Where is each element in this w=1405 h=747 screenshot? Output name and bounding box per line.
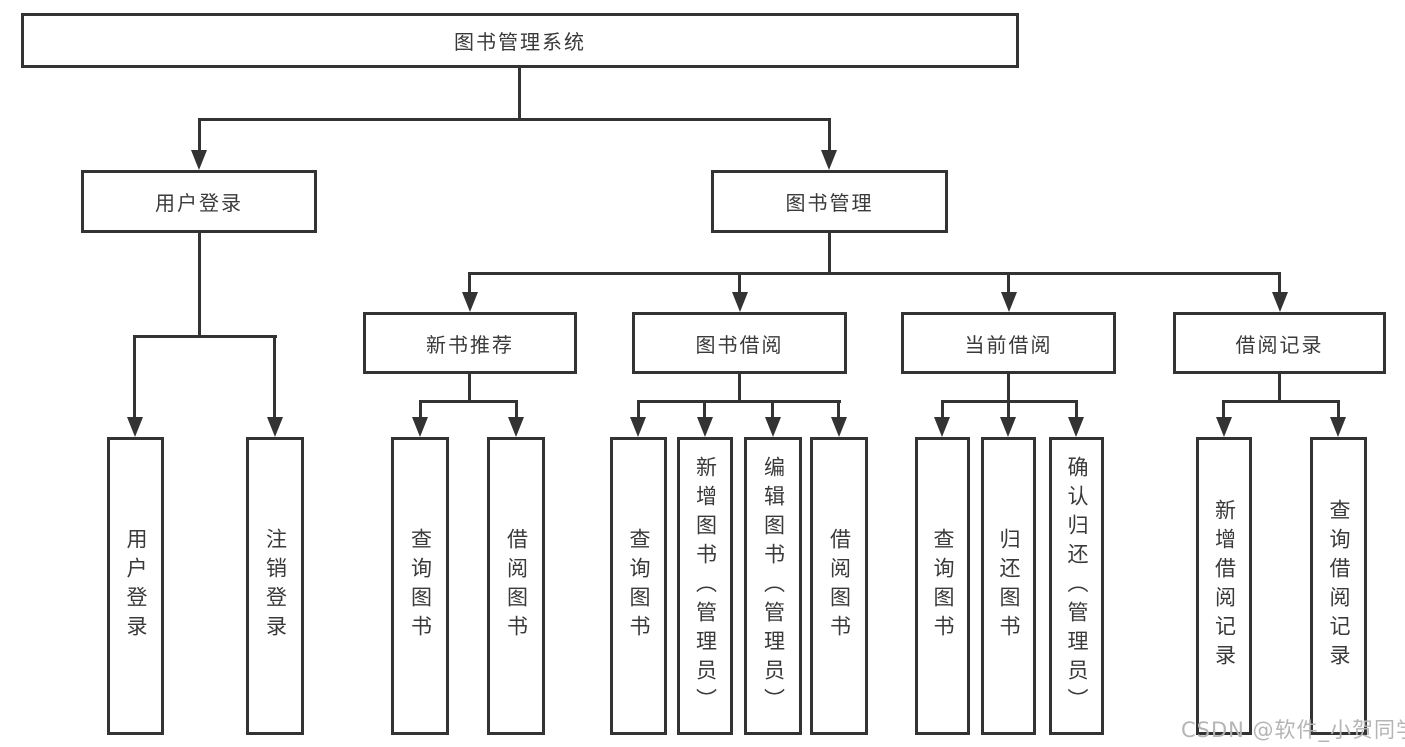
connector-line [771,400,774,419]
connector-line [738,374,741,400]
connector-line [518,68,521,118]
connector-arrowhead [1001,292,1017,312]
node-leaf-recommend-query-books: 查询图书 [391,437,449,735]
connector-arrowhead [1272,292,1288,312]
connector-arrowhead [765,417,781,437]
node-book-borrow: 图书借阅 [632,312,847,374]
connector-line [941,400,944,419]
node-leaf-edit-books-admin: 编辑图书（管理员） [744,437,802,735]
connector-line [419,400,422,419]
connector-arrowhead [191,150,207,170]
connector-arrowhead [462,292,478,312]
node-leaf-confirm-return-admin: 确认归还（管理员） [1049,437,1104,735]
connector-line [738,272,741,294]
connector-arrowhead [1330,417,1346,437]
connector-arrowhead [934,417,950,437]
node-user-login: 用户登录 [81,170,317,233]
connector-line [1222,400,1225,419]
connector-line [515,400,518,419]
connector-line [837,400,840,419]
connector-line [1007,374,1010,400]
connector-arrowhead [1068,417,1084,437]
connector-arrowhead [127,417,143,437]
connector-line [419,400,518,403]
connector-arrowhead [1216,417,1232,437]
connector-line [637,400,640,419]
connector-arrowhead [508,417,524,437]
connector-line [1007,272,1010,294]
connector-line [133,335,136,419]
connector-arrowhead [697,417,713,437]
connector-line [1075,400,1078,419]
connector-arrowhead [267,417,283,437]
connector-line [468,374,471,400]
node-leaf-borrow-books: 借阅图书 [810,437,868,735]
connector-arrowhead [412,417,428,437]
node-new-book-recommend: 新书推荐 [363,312,577,374]
connector-line [468,272,1281,275]
node-leaf-add-borrow-record: 新增借阅记录 [1196,437,1252,735]
connector-line [273,335,276,419]
connector-line [637,400,841,403]
node-leaf-return-books: 归还图书 [981,437,1036,735]
csdn-watermark: CSDN @软件_小贺同学 [1181,718,1405,742]
node-book-management: 图书管理 [711,170,948,233]
connector-line [1278,272,1281,294]
connector-line [198,118,201,152]
node-leaf-current-query-books: 查询图书 [915,437,970,735]
connector-line [198,233,201,335]
connector-line [828,118,831,152]
node-leaf-logout: 注销登录 [246,437,304,735]
node-leaf-query-borrow-record: 查询借阅记录 [1310,437,1367,735]
node-leaf-recommend-borrow-books: 借阅图书 [487,437,545,735]
connector-line [1337,400,1340,419]
connector-line [703,400,706,419]
connector-line [1278,374,1281,400]
node-borrow-records: 借阅记录 [1173,312,1386,374]
connector-line [198,118,831,121]
connector-line [1007,400,1010,419]
connector-line [828,233,831,272]
connector-arrowhead [831,417,847,437]
connector-line [468,272,471,294]
connector-line [1222,400,1340,403]
node-root: 图书管理系统 [21,13,1019,68]
connector-arrowhead [630,417,646,437]
connector-arrowhead [821,150,837,170]
connector-arrowhead [1000,417,1016,437]
connector-arrowhead [732,292,748,312]
node-leaf-borrow-query-books: 查询图书 [610,437,667,735]
node-leaf-user-login: 用户登录 [107,437,164,735]
node-current-borrow: 当前借阅 [901,312,1116,374]
connector-line [133,335,277,338]
node-leaf-add-books-admin: 新增图书（管理员） [677,437,733,735]
